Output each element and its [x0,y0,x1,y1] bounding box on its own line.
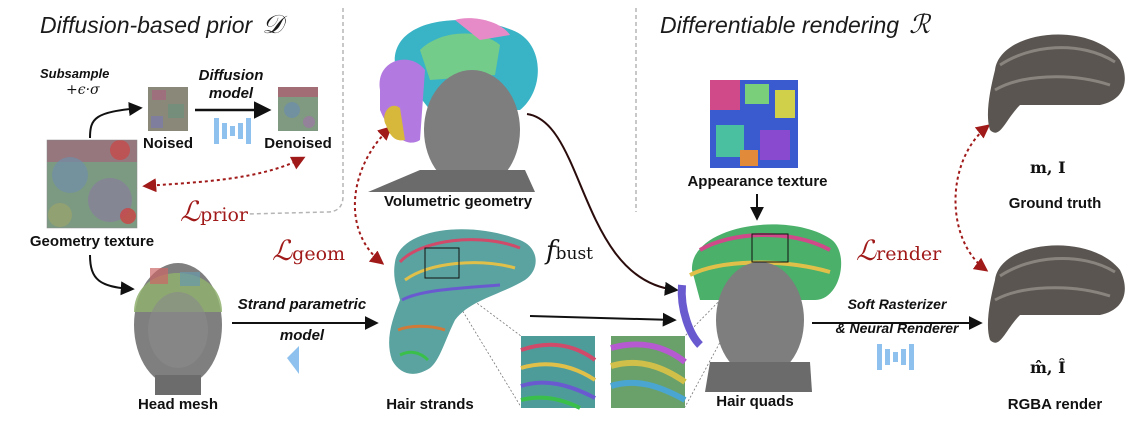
unet-icon-render [877,344,914,370]
render-symbols: m̂, Î [1030,358,1066,377]
arrow-geometry-to-noised [89,102,143,139]
loss-render-arrow [954,124,991,272]
ground-truth-label: Ground truth [1008,195,1102,212]
loss-render: ℒrender [856,234,942,267]
appearance-texture-label: Appearance texture [687,173,828,190]
loss-geom-arrow [353,126,393,265]
appearance-texture-image [710,80,798,168]
render-section-title: Differentiable rendering ℛ [660,10,930,40]
rgba-render-image [987,245,1125,343]
strand-model-label-2: model [279,327,325,344]
ground-truth-image [987,34,1125,133]
loss-geom: ℒgeom [272,234,346,267]
loss-prior-arrow [142,156,306,193]
volumetric-geometry-image [368,18,538,192]
head-mesh-image [134,263,222,395]
hair-strands-image [389,229,536,374]
soft-rasterizer-label-1: Soft Rasterizer [847,296,947,312]
hair-strands-label: Hair strands [386,396,474,413]
noised-label: Noised [142,135,193,152]
soft-rasterizer-label-2: & Neural Renderer [835,320,959,336]
arrow-geometry-to-head [89,254,135,296]
arrow-strands-to-quads [529,312,677,327]
strands-zoom-patch [520,336,597,410]
arrow-volumetric-to-quads [526,113,679,296]
hair-quads-label: Hair quads [716,393,794,410]
render-symbol: ℛ [909,10,930,40]
decoder-icon [287,346,299,374]
geometry-texture-image [46,139,138,229]
prior-title-text: Diffusion-based prior [40,12,253,38]
diffusion-model-label-1: Diffusion [198,67,264,84]
subsample-label: Subsample [40,66,110,81]
unet-icon [214,118,251,144]
geometry-texture-label: Geometry texture [29,233,155,250]
prior-divider [246,8,344,215]
f-bust-symbol: fbust [546,236,594,266]
quads-zoom-patch [610,336,687,408]
loss-prior: ℒprior [180,195,249,228]
volumetric-geometry-label: Volumetric geometry [383,193,533,210]
render-title-text: Differentiable rendering [660,12,900,38]
noise-term: +ϵ·σ [66,82,100,98]
diffusion-model-label-2: model [208,85,254,102]
prior-section-title: Diffusion-based prior 𝒟 [40,10,283,41]
prior-symbol: 𝒟 [262,10,283,40]
denoised-label: Denoised [264,135,332,152]
hair-quads-image [677,224,842,392]
head-mesh-label: Head mesh [137,396,219,413]
denoised-texture-image [278,87,318,131]
rgba-render-label: RGBA render [1007,396,1103,413]
strand-model-label-1: Strand parametric [237,296,367,313]
gt-symbols: m, I [1030,158,1066,177]
noised-texture-image [148,87,188,131]
